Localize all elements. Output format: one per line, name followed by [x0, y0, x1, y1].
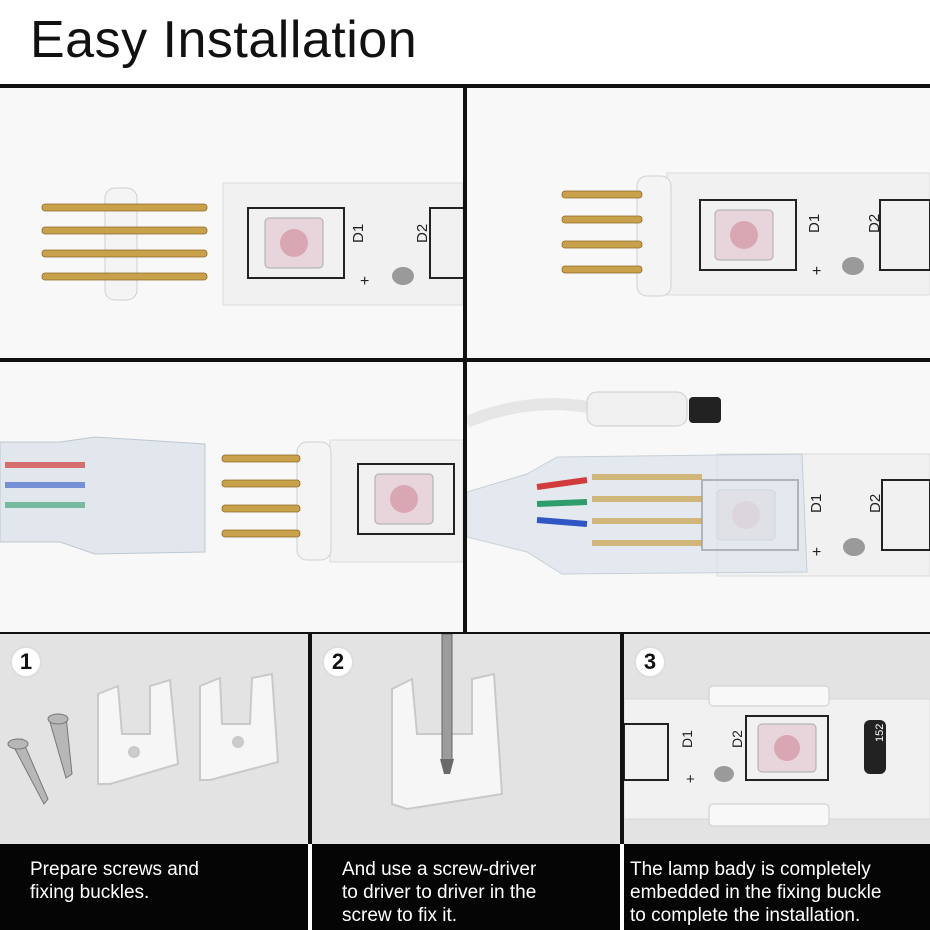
svg-text:D2: D2	[866, 214, 883, 233]
svg-text:+: +	[812, 544, 821, 561]
step-1-number-badge: 1	[10, 646, 42, 678]
step-2-caption: And use a screw-driver to driver to driv…	[312, 844, 620, 930]
page-title: Easy Installation	[30, 11, 418, 69]
plug-housing	[0, 436, 206, 555]
resistor-label: 152	[874, 724, 886, 742]
grid-divider-horizontal	[0, 358, 930, 362]
step-3-caption-line: The lamp bady is completely	[630, 859, 871, 880]
step-2-photo: 2	[312, 634, 620, 844]
step-2-caption-line: And use a screw-driver	[342, 859, 537, 880]
svg-text:D2: D2	[729, 730, 745, 748]
label-d2: D2	[414, 224, 431, 243]
step-1-caption-line: fixing buckles.	[30, 882, 150, 903]
step-2-caption-line: screw to fix it.	[342, 905, 458, 926]
step-2-number-badge: 2	[322, 646, 354, 678]
screwdriver-icon	[440, 634, 454, 774]
step-1-panel: 1 Prepare screws and fixing buckles.	[0, 634, 308, 930]
step-divider	[308, 634, 312, 844]
step-1-caption: Prepare screws and fixing buckles.	[0, 844, 308, 930]
label-d1: D1	[350, 224, 367, 243]
svg-text:+: +	[812, 263, 821, 280]
connector-clip	[104, 187, 138, 301]
step-3-caption-line: embedded in the fixing buckle	[630, 882, 882, 903]
step-3-panel: D1 D2 + 152 3 The lamp bady is completel…	[624, 634, 930, 930]
step-3-caption-line: to complete the installation.	[630, 905, 861, 926]
step-2-panel: 2 And use a screw-driver to driver to dr…	[312, 634, 620, 930]
svg-text:+: +	[686, 771, 695, 788]
step-divider	[620, 634, 624, 844]
cable-connector	[586, 391, 688, 427]
photo-plug-inserted: D1 D2 +	[467, 362, 930, 632]
resistor-icon	[864, 720, 886, 774]
header-rule	[0, 84, 930, 88]
step-1-photo: 1	[0, 634, 308, 844]
svg-text:D1: D1	[806, 214, 823, 233]
buckle-icon	[97, 672, 280, 785]
svg-text:D1: D1	[679, 730, 695, 748]
step-3-caption: The lamp bady is completely embedded in …	[624, 844, 930, 930]
svg-text:D1: D1	[808, 494, 825, 513]
screw-icon	[7, 713, 73, 805]
grid-divider-bottom	[0, 632, 930, 635]
step-1-caption-line: Prepare screws and	[30, 859, 199, 880]
svg-text:D2: D2	[867, 494, 884, 513]
photo-connector-inserted: D1 D2 +	[467, 88, 930, 358]
label-plus: +	[360, 273, 369, 290]
photo-plug-with-connector	[0, 362, 463, 632]
photo-connector-separate: D1 D2 +	[0, 88, 463, 358]
step-3-photo: D1 D2 + 152 3	[624, 634, 930, 844]
led-strip	[666, 172, 930, 296]
step-2-caption-line: to driver to driver in the	[342, 882, 537, 903]
step-3-number-badge: 3	[634, 646, 666, 678]
led-chip-outline	[247, 207, 345, 279]
